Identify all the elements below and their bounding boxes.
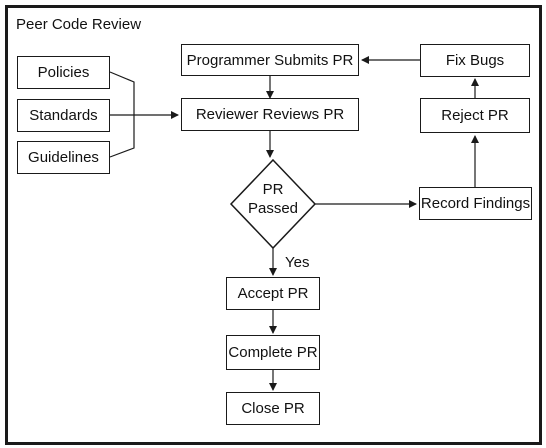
yes-label: Yes xyxy=(285,254,310,271)
standards-box: Standards xyxy=(17,99,110,132)
record-findings-box: Record Findings xyxy=(419,187,532,220)
accept-box: Accept PR xyxy=(226,277,320,310)
submit-box: Programmer Submits PR xyxy=(181,44,359,76)
connector-guidelines xyxy=(109,115,135,158)
guidelines-box: Guidelines xyxy=(17,141,110,174)
review-box: Reviewer Reviews PR xyxy=(181,98,359,131)
decision-label-line2: Passed xyxy=(247,200,299,217)
diagram-title: Peer Code Review xyxy=(16,16,142,33)
complete-box: Complete PR xyxy=(226,335,320,370)
close-box: Close PR xyxy=(226,392,320,425)
fix-bugs-box: Fix Bugs xyxy=(420,44,530,77)
connector-policies xyxy=(109,71,135,115)
decision-label-line1: PR xyxy=(262,181,284,198)
policies-box: Policies xyxy=(17,56,110,89)
decision-label: PR Passed xyxy=(233,180,313,218)
diagram-frame xyxy=(5,5,542,445)
reject-box: Reject PR xyxy=(420,98,530,133)
